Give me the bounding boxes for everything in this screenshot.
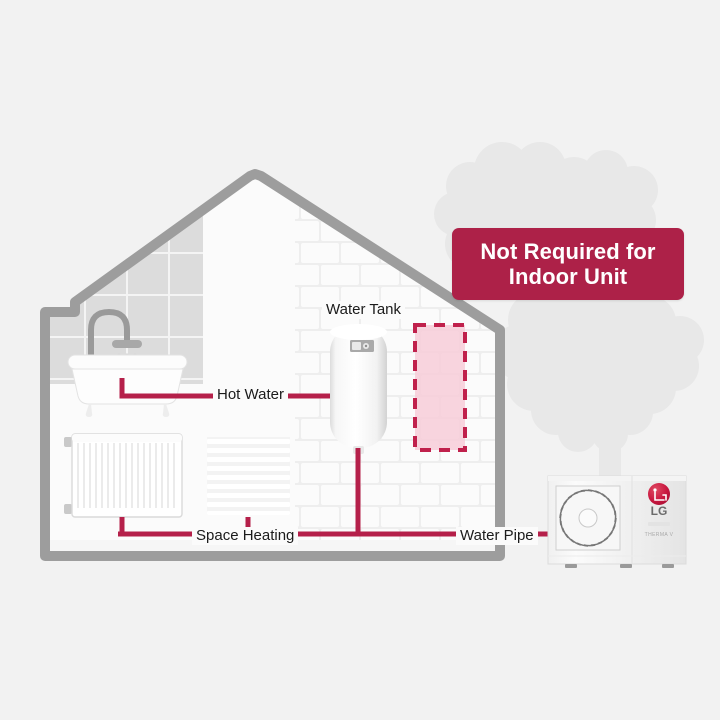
space-heating-label: Space Heating: [192, 527, 299, 545]
water-pipe-label: Water Pipe: [456, 527, 538, 545]
water-tank-label: Water Tank: [322, 301, 406, 319]
fan-grille-icon: [555, 485, 621, 551]
panel-radiator-icon: [64, 433, 183, 518]
underfloor-heating-icon: [207, 437, 290, 515]
lg-logo-icon: [648, 483, 670, 505]
outdoor-unit-icon[interactable]: LG THERMA V: [547, 475, 687, 568]
not-required-badge: Not Required for Indoor Unit: [452, 228, 684, 300]
badge-text-block: Not Required for Indoor Unit: [480, 239, 655, 289]
hot-water-label: Hot Water: [213, 386, 288, 404]
lg-brand-text: LG: [651, 504, 668, 518]
therma-v-text: THERMA V: [645, 532, 674, 538]
badge-line-1: Not Required for: [480, 239, 656, 264]
indoor-unit-placeholder: [413, 323, 467, 452]
tank-control-panel: [350, 340, 374, 352]
house-outline: [40, 169, 505, 561]
badge-line-2: Indoor Unit: [508, 264, 628, 289]
water-tank-icon: [330, 324, 387, 454]
